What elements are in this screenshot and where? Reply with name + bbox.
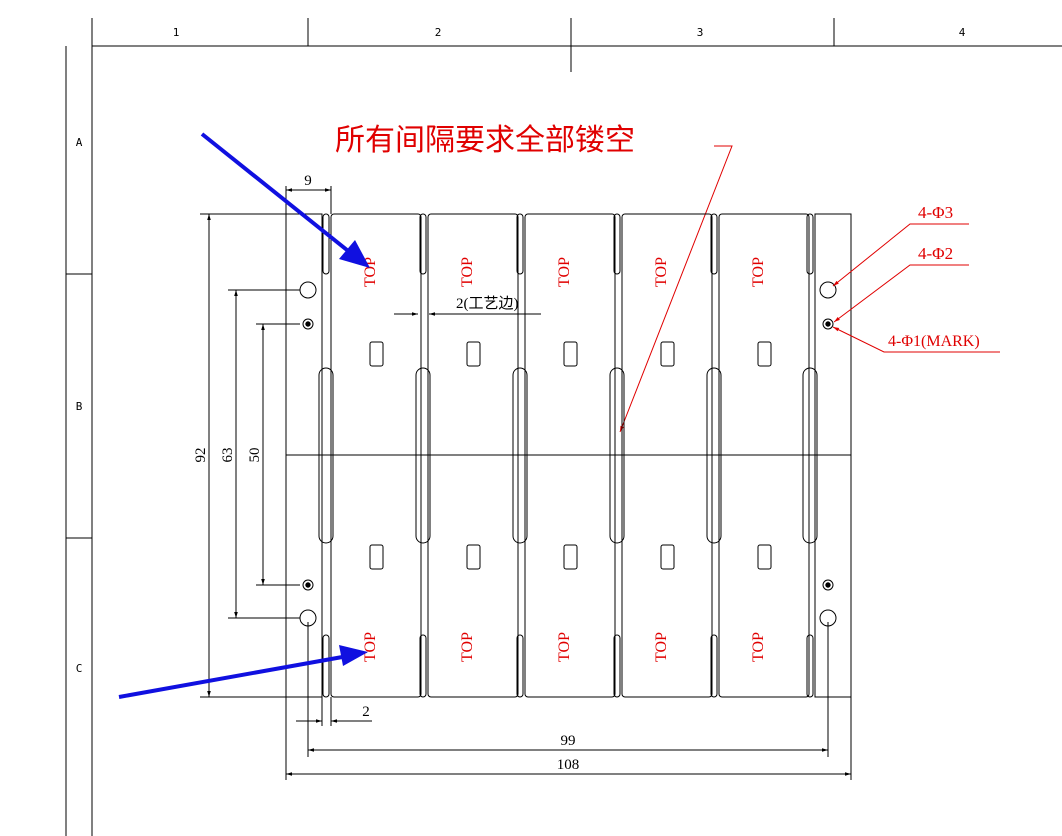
row-label: C [76,662,83,675]
v-cut-notch [613,634,621,698]
unit-top-label: TOP [750,632,767,662]
v-cut-notch [710,634,718,698]
mark-point-1mm [305,582,311,588]
tooling-hole-2mm [302,579,314,591]
frame-row-labels: A B C [76,136,83,675]
pcb-unit-outline [621,213,713,698]
dim-edge-width: 9 [304,173,312,189]
hole-3-leader [832,223,969,287]
column-label: 3 [697,26,704,39]
hole-1-mark-label: 4-Φ1(MARK) [888,333,980,350]
hole-1-leader [832,326,1000,353]
unit-top-label: TOP [750,257,767,287]
unit-top-label: TOP [653,257,670,287]
unit-slot-cutout [563,341,578,367]
hole-2-leader [833,264,969,323]
unit-slot-cutout [466,341,481,367]
hole-callouts [832,223,1000,353]
blue-arrowhead-bottom [339,645,368,666]
hollow-separator-slot [706,367,722,544]
v-cut-notch [613,213,621,275]
dim-height-92: 92 [193,448,209,463]
unit-slot-cutout [660,341,675,367]
blue-pointer-arrows [118,132,370,699]
hole-3-label: 4-Φ3 [918,203,953,222]
hollow-separator-slot [609,367,625,544]
unit-top-label: TOP [459,257,476,287]
hollow-separator-slot [512,367,528,544]
unit-slot-cutout [757,544,772,570]
hollow-separator-slot [802,367,818,544]
dim-width-108: 108 [557,757,580,773]
v-cut-notch [710,213,718,275]
pcb-unit-outline [427,213,519,698]
dim-gap-2: 2 [362,704,370,720]
v-cut-notch [516,213,524,275]
dim-process-edge: 2(工艺边) [456,295,519,312]
dimension-lines [200,186,852,780]
drawing-frame [65,18,1062,836]
mark-point-1mm [825,321,831,327]
v-cut-notch [322,634,330,698]
frame-column-labels: 1 2 3 4 [173,26,966,39]
unit-slot-cutout [466,544,481,570]
tooling-hole-2mm [302,318,314,330]
blue-arrow-bottom [118,654,349,699]
unit-slot-cutout [369,544,384,570]
pcb-unit-outline [524,213,616,698]
blue-arrowhead-top [339,240,370,268]
mark-point-1mm [305,321,311,327]
unit-top-label: TOP [556,632,573,662]
column-label: 1 [173,26,180,39]
row-label: B [76,400,83,413]
hollow-requirement-note: 所有间隔要求全部镂空 [335,124,635,157]
unit-slot-cutout [369,341,384,367]
mark-point-1mm [825,582,831,588]
hollow-separator-slot [415,367,431,544]
column-label: 2 [435,26,442,39]
v-cut-notch [806,213,814,275]
unit-top-label: TOP [556,257,573,287]
unit-slot-cutout [660,544,675,570]
v-cut-notch [806,634,814,698]
tooling-hole-2mm [822,318,834,330]
unit-top-label: TOP [459,632,476,662]
unit-slot-cutout [757,341,772,367]
row-label: A [76,136,83,149]
unit-top-label: TOP [653,632,670,662]
dim-width-99: 99 [561,733,576,749]
v-cut-notch [419,634,427,698]
pcb-unit-outline [330,213,422,698]
v-cut-notch [419,213,427,275]
column-label: 4 [959,26,966,39]
hollow-separator-slot [318,367,334,544]
pcb-unit-outline [718,213,810,698]
dim-spacing-50: 50 [247,448,263,463]
unit-top-label: TOP [362,632,379,662]
hollow-note-leader [619,145,733,433]
v-cut-notch [322,213,330,275]
hole-2-label: 4-Φ2 [918,244,953,263]
blue-arrow-top [200,132,354,256]
dim-spacing-63: 63 [220,448,236,463]
unit-slot-cutout [563,544,578,570]
v-cut-notch [516,634,524,698]
tooling-hole-3mm [299,281,317,299]
tooling-hole-3mm [819,281,837,299]
tooling-hole-2mm [822,579,834,591]
